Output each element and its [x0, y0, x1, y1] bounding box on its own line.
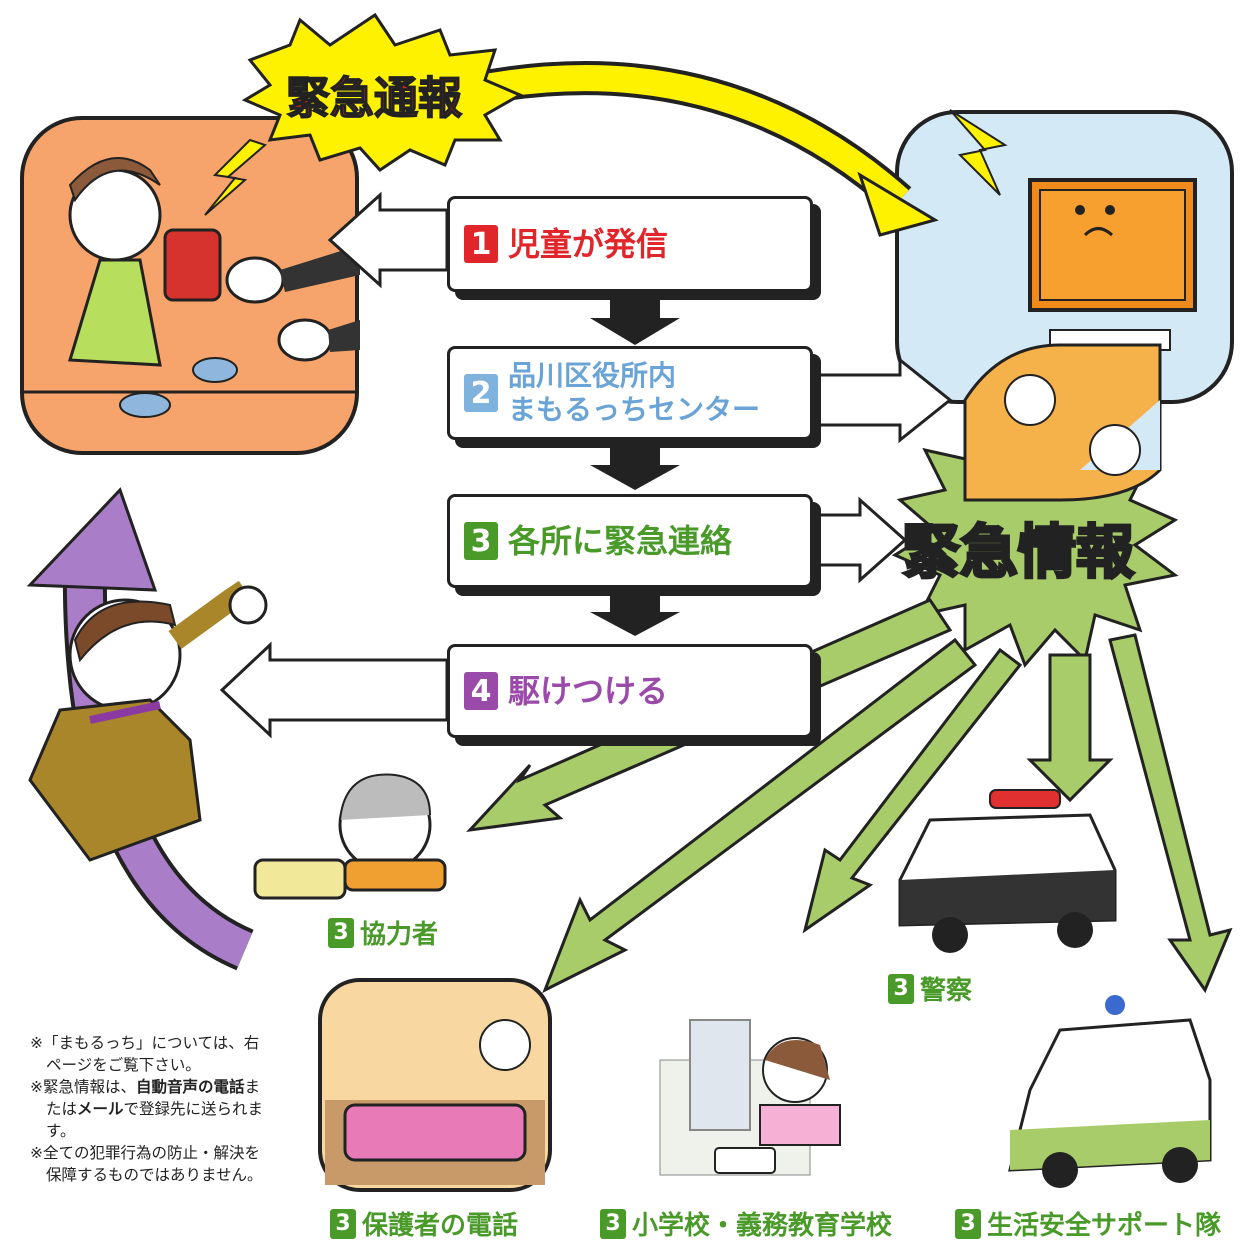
destination-label: 小学校・義務教育学校 [632, 1211, 893, 1241]
destination-police: 3 警察 [888, 970, 972, 1007]
destination-number: 3 [330, 1208, 356, 1239]
step-side-arrows [219, 191, 953, 739]
footnote-3: ※全ての犯罪行為の防止・解決を保障するものではありません。 [30, 1144, 263, 1184]
footnote-2-part-c: または [46, 1078, 261, 1118]
destination-label: 協力者 [360, 920, 439, 950]
footnote-2: ※緊急情報は、自動音声の電話またはメールで登録先に送られます。 [30, 1076, 270, 1142]
step-1-number: 1 [464, 225, 498, 263]
destination-cooperator: 3 協力者 [328, 914, 438, 951]
footnote-2-part-b: 自動音声の電話 [136, 1078, 245, 1096]
emergency-report-burst [204, 12, 939, 237]
emergency-report-title: 緊急通報 [285, 72, 463, 125]
center-scene-illustration [895, 109, 1234, 404]
step-3-box: 3 各所に緊急連絡 [447, 494, 813, 588]
destination-parent-phone: 3 保護者の電話 [330, 1205, 518, 1242]
emergency-info-burst [891, 343, 1179, 668]
step-2-text-line1: 品川区役所内 [508, 359, 677, 392]
destination-label: 生活安全サポート隊 [987, 1211, 1222, 1241]
police-car-illustration [898, 789, 1117, 953]
parent-phone-illustration [318, 978, 552, 1192]
footnote-1: ※「まもるっち」については、右ページをご覧下さい。 [30, 1034, 260, 1074]
destination-school: 3 小学校・義務教育学校 [600, 1205, 892, 1242]
destination-label: 警察 [920, 976, 973, 1006]
step-2-box: 2 品川区役所内 まもるっちセンター [447, 346, 813, 440]
step-2-text-line2: まもるっちセンター [508, 393, 761, 426]
step-4-box: 4 駆けつける [447, 644, 813, 738]
destination-number: 3 [955, 1208, 981, 1239]
footnote-2-part-d: メール [77, 1100, 124, 1118]
step-4-text: 駆けつける [508, 672, 669, 710]
destination-number: 3 [600, 1208, 626, 1239]
step-2-number: 2 [464, 374, 498, 412]
footnote-2-part-e: で登録先に送られます。 [46, 1100, 264, 1140]
destination-support-team: 3 生活安全サポート隊 [955, 1205, 1221, 1242]
step-1-box: 1 児童が発信 [447, 196, 813, 292]
step-1-text: 児童が発信 [508, 225, 669, 263]
cooperator-illustration [253, 773, 447, 900]
emergency-info-title: 緊急情報 [900, 517, 1135, 588]
step-3-text: 各所に緊急連絡 [508, 522, 733, 560]
running-guardian-illustration [28, 580, 268, 862]
green-distribution-arrows [466, 598, 1233, 994]
child-scene-illustration [20, 116, 360, 455]
destination-number: 3 [888, 973, 914, 1004]
footnote-2-part-a: ※緊急情報は、 [30, 1078, 136, 1096]
step-4-number: 4 [464, 672, 498, 710]
destination-label: 保護者の電話 [362, 1211, 519, 1241]
support-car-illustration [1008, 995, 1212, 1188]
destination-number: 3 [328, 917, 354, 948]
footnotes: ※「まもるっち」については、右ページをご覧下さい。 ※緊急情報は、自動音声の電話… [30, 1032, 270, 1186]
flow-arrows [590, 290, 680, 636]
school-illustration [659, 1019, 841, 1176]
step-3-number: 3 [464, 522, 498, 560]
